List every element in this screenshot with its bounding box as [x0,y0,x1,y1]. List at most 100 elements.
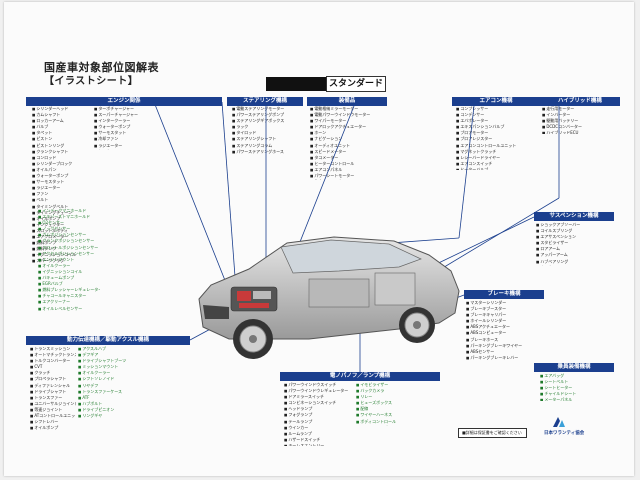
electrical-list-2: イモビライザーバックカメラリレーヒューズボックス配線ワイヤーハーネスボディコント… [356,382,426,426]
list-item: シートベルト [540,379,612,385]
list-item: ステアリングシャフト [232,136,304,142]
list-item: トランスファーケース [78,389,128,395]
list-item: EGRバルブ [38,281,100,287]
list-item: ATコントロールユニット [30,413,76,419]
list-item: ルームランプ [284,431,354,437]
list-item: ボディコントロール [356,419,426,425]
list-item: ファン [32,191,94,197]
list-item: 配線 [356,406,426,412]
list-item: フォグランプ [284,412,354,418]
list-item: コンロッド [32,155,94,161]
equipment-header: 装備品 [307,97,387,106]
list-item: ラジエーター [94,143,158,149]
drivetrain-list-2: アクスルハブデフギアドライブシャフトブーツミッションマウントオイルクーラーシフト… [78,346,128,430]
list-item: バックカメラ [356,388,426,394]
page-title: 国産車対象部位図解表 [44,61,159,74]
list-item: バキュームポンプ [38,275,100,281]
list-item: タペット [32,130,94,136]
list-item: ドライブシャフト [30,389,76,395]
list-item: エアバッグ [540,373,612,379]
list-item: デフギア [78,352,128,358]
list-item: オイルポンプ [30,425,76,431]
drivetrain-list-1: トランスミッションオートマチックトランスミッショントルクコンバーターCVTクラッ… [30,346,76,456]
list-item: オイルレベルセンサー [38,306,100,312]
drivetrain-header: 動力伝達機構／駆動アクスル機構 [26,336,190,345]
list-item: DCDCコンバーター [542,124,614,130]
list-item: オイルクーラー [78,370,128,376]
list-item: ターボチャージャー [94,106,158,112]
brand-logo-icon [553,417,565,427]
list-item: 走行用モーター [542,106,614,112]
list-item: ナックル [536,265,614,266]
list-item: クランクシャフト [32,149,94,155]
list-item: 等速ジョイント [30,407,76,413]
warranty-note: ■詳細は保証書をご確認ください [458,428,527,438]
list-item: バルブ [32,124,94,130]
list-item: ドアミラースイッチ [284,394,354,400]
list-item: オイルクーラー [38,263,100,269]
electrical-list-1: パワーウインドウスイッチパワーウインドウレギュレータードアミラースイッチコンビネ… [284,382,354,446]
list-item: パワーステアリングホース [232,149,304,154]
list-item: エキゾーストマニホールド [38,214,100,220]
list-item: 冷却ファン [94,136,158,142]
list-item: ブロアレジスター [456,136,536,142]
list-item: リングギヤ [78,413,128,419]
list-item: リレー [356,394,426,400]
list-item: オイルパン [32,167,94,173]
redacted-label [266,77,326,91]
list-item: ヒーターバルブ [456,167,536,170]
list-item: ベルト [32,197,94,203]
accessories-header: 乗員装備機構 [534,363,614,372]
list-item: ブレーキキャリパー [466,312,548,318]
list-item: タイロッド [232,130,304,136]
list-item: ホイールシリンダー [466,318,548,324]
list-item: カムシャフト [32,112,94,118]
list-item: ショックアブソーバー [536,222,614,228]
list-item: ピストンリング [32,143,94,149]
list-item: ATF [78,395,128,401]
aircon-list: コンプレッサーコンデンサーエバポレーターエキスパンションバルブブロアモーターブロ… [456,106,536,170]
car-cutaway-illustration [198,236,460,359]
suspension-header: サスペンション機構 [534,212,614,221]
list-item: シリンダーヘッド [32,106,94,112]
list-item: インバーター [542,112,614,118]
list-item: エアクリーナー [38,299,100,305]
engine-header: エンジン関係 [26,97,222,106]
list-item: シートヒーター [540,385,612,391]
list-item: エンジンマウント [38,257,100,263]
list-item: CVT [30,364,76,370]
list-item: メーターパネル [540,397,612,401]
list-item: ステアリングギアボックス [232,118,304,124]
list-item: ハザードスイッチ [284,437,354,443]
list-item: ABSコンピューター [466,330,548,336]
brand-name: 日本ワランティ協会 [544,431,585,436]
page-subtitle: 【イラストシート】 [44,76,139,87]
list-item: パーキングブレーキレバー [466,355,548,360]
list-item: パーキングブレーキワイヤー [466,343,548,349]
list-item: ブレーキホース [466,337,548,343]
engine-list-3: インテークマニホールドエキゾーストマニホールドO2センサーノックセンサーカムポジ… [38,208,100,312]
list-item: ハイブリッドECU [542,130,614,134]
list-item: アクセルポジションセンサー [38,251,100,257]
list-item: ディファレンシャル [30,383,76,389]
list-item: オートマチックトランスミッション [30,352,76,358]
brake-header: ブレーキ機構 [464,290,544,299]
list-item: 集中ドアロック [310,179,384,180]
list-item: カムポジションセンサー [38,232,100,238]
list-item: キーレスエントリー [284,443,354,446]
list-item: インタークーラー [94,118,158,124]
accessories-list: エアバッグシートベルトシートヒーターチャイルドシートメーターパネル [540,373,612,401]
suspension-list: ショックアブソーバーコイルスプリングエアサスペンションスタビライザーロアアームア… [536,222,614,266]
list-item: 燃料プレッシャーレギュレーター [38,287,100,293]
list-item: ドライブピニオン [78,407,128,413]
list-item: ラック [232,124,304,130]
brake-list: マスターシリンダーブレーキブースターブレーキキャリパーホイールシリンダーABSア… [466,300,548,360]
list-item: O2センサー [38,220,100,226]
steering-header: ステアリング機構 [227,97,303,106]
list-item: ラジエーター [32,185,94,191]
document-sheet: 国産車対象部位図解表 【イラストシート】 スタンダード エンジン関係 ステアリン… [4,2,634,476]
list-item: パワーウインドウレギュレーター [284,388,354,394]
grade-label: スタンダード [326,76,386,92]
list-item: トランスミッション [30,346,76,352]
list-item: シリンダーブロック [32,161,94,167]
